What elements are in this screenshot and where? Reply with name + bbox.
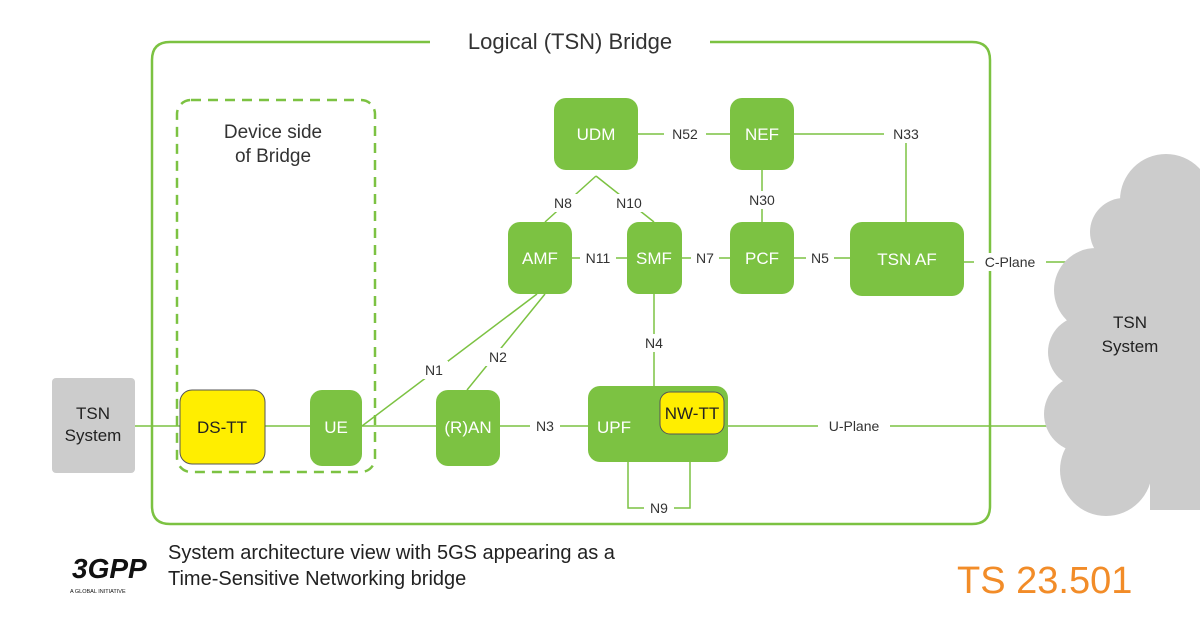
tsn-system-left[interactable]: TSN System: [52, 378, 135, 473]
device-side-label-line1: Device side: [224, 122, 322, 143]
spec-reference: TS 23.501: [957, 560, 1133, 602]
node-nef[interactable]: NEF: [730, 98, 794, 170]
tsn-system-right-line1: TSN: [1113, 313, 1147, 332]
node-ue[interactable]: UE: [310, 390, 362, 466]
node-ran-label: (R)AN: [444, 418, 491, 437]
caption-line1: System architecture view with 5GS appear…: [168, 542, 615, 564]
node-pcf-label: PCF: [745, 249, 779, 268]
label-n33: N33: [893, 126, 919, 142]
node-amf[interactable]: AMF: [508, 222, 572, 294]
device-side-frame: [175, 98, 377, 474]
tsn-system-left-line2: System: [65, 426, 122, 445]
node-ran[interactable]: (R)AN: [436, 390, 500, 466]
3gpp-logo: 3GPP A GLOBAL INITIATIVE: [70, 553, 147, 595]
node-tsn-af-label: TSN AF: [877, 250, 937, 269]
node-ds-tt[interactable]: DS-TT: [179, 389, 266, 465]
node-amf-label: AMF: [522, 249, 558, 268]
node-pcf[interactable]: PCF: [730, 222, 794, 294]
label-n52: N52: [672, 126, 698, 142]
label-n11: N11: [586, 250, 611, 266]
node-udm-label: UDM: [577, 125, 616, 144]
bridge-title: Logical (TSN) Bridge: [468, 29, 672, 54]
node-smf-label: SMF: [636, 249, 672, 268]
label-n2: N2: [489, 349, 507, 365]
node-nef-label: NEF: [745, 125, 779, 144]
label-n10: N10: [616, 195, 642, 211]
logo-mark: 3GPP: [72, 553, 147, 584]
label-n30: N30: [749, 192, 775, 208]
logo-tagline: A GLOBAL INITIATIVE: [70, 589, 126, 595]
label-c-plane: C-Plane: [985, 254, 1036, 270]
label-n7: N7: [696, 250, 714, 266]
node-upf-label: UPF: [597, 418, 631, 437]
figure-caption: System architecture view with 5GS appear…: [168, 540, 615, 592]
interface-labels: N52 N33 N30 N8 N10 N11 N7 N5 C-Plane N4 …: [420, 125, 1046, 517]
node-ds-tt-label: DS-TT: [197, 418, 247, 437]
node-udm[interactable]: UDM: [554, 98, 638, 170]
node-smf[interactable]: SMF: [627, 222, 682, 294]
link-amf-ran: [466, 293, 546, 391]
link-amf-ue: [361, 293, 538, 427]
node-nw-tt[interactable]: NW-TT: [659, 391, 725, 435]
node-ue-label: UE: [324, 418, 348, 437]
label-u-plane: U-Plane: [829, 418, 880, 434]
node-nw-tt-label: NW-TT: [665, 404, 719, 423]
label-n1: N1: [425, 362, 443, 378]
tsn-system-right[interactable]: TSN System: [1044, 154, 1200, 516]
label-n9: N9: [650, 500, 668, 516]
label-n3: N3: [536, 418, 554, 434]
tsn-system-left-line1: TSN: [76, 404, 110, 423]
node-tsn-af[interactable]: TSN AF: [850, 222, 964, 296]
label-n8: N8: [554, 195, 572, 211]
logical-bridge-frame: [150, 40, 992, 526]
tsn-cloud-shape: [1044, 154, 1200, 516]
caption-line2: Time-Sensitive Networking bridge: [168, 568, 467, 590]
tsn-system-right-line2: System: [1102, 337, 1159, 356]
label-n4: N4: [645, 335, 663, 351]
label-n5: N5: [811, 250, 829, 266]
device-side-label-line2: of Bridge: [235, 146, 311, 167]
